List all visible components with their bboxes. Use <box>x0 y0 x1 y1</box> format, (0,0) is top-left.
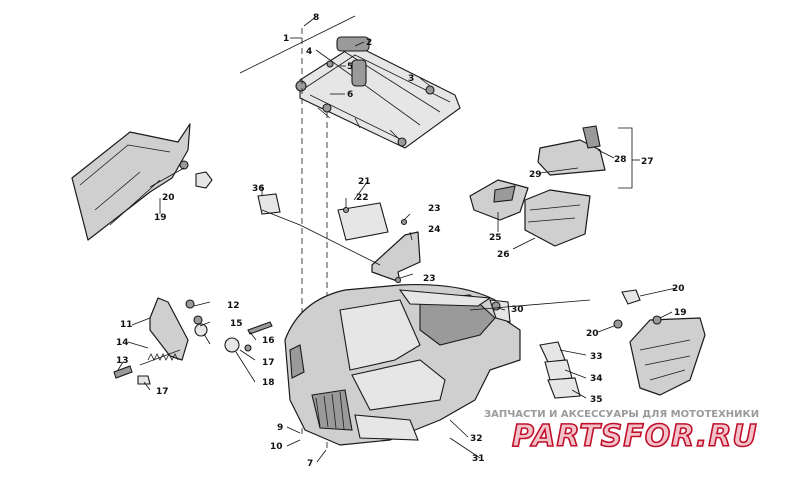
callout-23-bottom: 23 <box>423 274 436 284</box>
callout-11: 11 <box>120 320 133 330</box>
callout-19-left: 19 <box>154 213 167 223</box>
watermark-subtitle: ЗАПЧАСТИ И АКСЕССУАРЫ ДЛЯ МОТОТЕХНИКИ <box>484 409 759 420</box>
callout-20-left: 20 <box>162 193 175 203</box>
callout-26: 26 <box>497 250 510 260</box>
callout-17-right: 17 <box>262 358 275 368</box>
callout-24: 24 <box>428 225 441 235</box>
callout-6: 6 <box>347 90 353 100</box>
leader-lines <box>117 15 677 463</box>
callout-33: 33 <box>590 352 603 362</box>
callout-30: 30 <box>511 305 524 315</box>
callout-35: 35 <box>590 395 603 405</box>
callout-17-left: 17 <box>156 387 169 397</box>
callout-5: 5 <box>347 62 353 72</box>
callout-23-top: 23 <box>428 204 441 214</box>
callout-29: 29 <box>529 170 542 180</box>
front-rack <box>295 36 461 149</box>
callout-22: 22 <box>356 193 369 203</box>
callout-27: 27 <box>641 157 654 167</box>
callout-9: 9 <box>277 423 283 433</box>
callout-14: 14 <box>116 338 129 348</box>
callout-20-right-top: 20 <box>672 284 685 294</box>
callout-18: 18 <box>262 378 275 388</box>
callout-25: 25 <box>489 233 502 243</box>
callout-7-bottom: 7 <box>307 459 313 469</box>
left-headlight-assembly <box>113 297 273 385</box>
callout-3: 3 <box>408 74 414 84</box>
callout-labels: 8 1 2 4 5 6 3 27 28 29 25 26 20 19 36 21… <box>116 13 687 469</box>
callout-31: 31 <box>472 454 485 464</box>
callout-34: 34 <box>590 374 603 384</box>
callout-1: 1 <box>283 34 289 44</box>
storage-compartment <box>469 125 606 247</box>
left-side-panel <box>71 123 213 241</box>
front-fender-body <box>284 284 521 446</box>
callout-15: 15 <box>230 319 243 329</box>
watermark-logo: PARTSFOR.RU <box>512 419 758 454</box>
center-panel-parts <box>257 193 421 284</box>
callout-13: 13 <box>116 356 129 366</box>
right-side-panel <box>539 289 706 399</box>
bolt-30-icon <box>491 301 501 311</box>
callout-32: 32 <box>470 434 483 444</box>
callout-36: 36 <box>252 184 265 194</box>
callout-10: 10 <box>270 442 283 452</box>
callout-21: 21 <box>358 177 371 187</box>
callout-8: 8 <box>313 13 319 23</box>
callout-16: 16 <box>262 336 275 346</box>
callout-28: 28 <box>614 155 627 165</box>
callout-2: 2 <box>366 38 372 48</box>
callout-19-right: 19 <box>674 308 687 318</box>
callout-20-right: 20 <box>586 329 599 339</box>
callout-12: 12 <box>227 301 240 311</box>
watermark: ЗАПЧАСТИ И АКСЕССУАРЫ ДЛЯ МОТОТЕХНИКИ PA… <box>484 409 759 455</box>
callout-4: 4 <box>306 47 312 57</box>
